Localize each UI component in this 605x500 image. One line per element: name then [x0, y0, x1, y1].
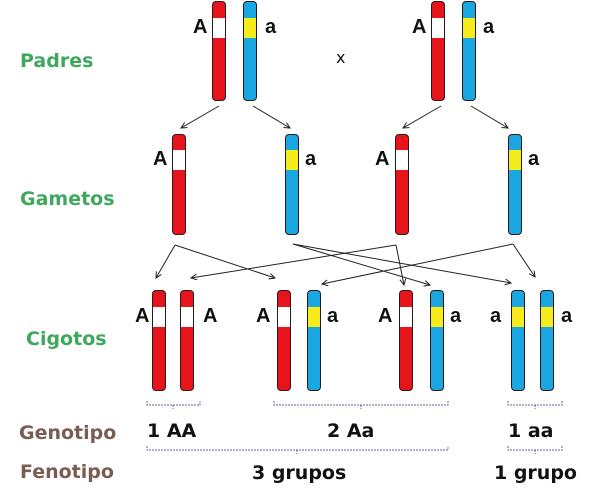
gene-locus-band — [181, 307, 193, 327]
arrow-gamete2-to-zygote4 — [292, 243, 511, 283]
row-label-cigotos: Cigotos — [26, 328, 107, 350]
allele-label: A — [153, 148, 168, 170]
parent2-chromosome-recessive — [462, 1, 476, 101]
gene-locus-band — [541, 307, 553, 327]
phenotype-count-recessive: 1 grupo — [494, 462, 577, 484]
row-label-fenotipo: Fenotipo — [20, 461, 114, 483]
arrow-gamete3-to-zygote1 — [191, 244, 397, 278]
allele-label: A — [203, 305, 218, 327]
gamete2-chromosome — [285, 134, 299, 235]
allele-label: a — [561, 305, 573, 327]
parent2-chromosome-dominant — [431, 1, 445, 101]
gene-locus-band — [463, 18, 475, 38]
bracket-phenotype-dominant — [146, 446, 449, 454]
gene-locus-band — [278, 307, 290, 327]
zygote1-chromosome-2 — [180, 290, 194, 391]
allele-label: a — [450, 305, 462, 327]
genotype-count-aa: 1 aa — [508, 420, 554, 442]
allele-label: a — [490, 305, 502, 327]
gene-locus-band — [509, 150, 521, 170]
allele-label: a — [528, 148, 540, 170]
row-label-genotipo: Genotipo — [19, 422, 117, 444]
row-label-padres: Padres — [20, 50, 94, 72]
gamete1-chromosome — [172, 134, 186, 235]
gene-locus-band — [308, 307, 320, 327]
allele-label: A — [256, 305, 271, 327]
row-label-gametos: Gametos — [20, 188, 115, 210]
allele-label: A — [412, 16, 427, 38]
arrow-parent2-to-gamete3 — [403, 105, 442, 128]
allele-label: a — [483, 16, 495, 38]
genotype-count-Aa: 2 Aa — [327, 420, 375, 442]
allele-label: A — [135, 305, 150, 327]
arrow-parent1-to-gamete1 — [181, 105, 220, 128]
bracket-genotype-aa-dominant — [146, 401, 201, 409]
genotype-count-AA: 1 AA — [147, 420, 197, 442]
gamete3-chromosome — [395, 134, 409, 235]
parent1-chromosome-dominant — [212, 1, 226, 101]
arrow-gamete1-to-zygote1 — [156, 244, 176, 278]
arrow-gamete1-to-zygote2 — [174, 244, 275, 278]
zygote4-chromosome-2 — [540, 290, 554, 391]
arrow-gamete3-to-zygote3 — [395, 244, 404, 285]
gene-locus-band — [153, 307, 165, 327]
arrow-gamete2-to-zygote3 — [292, 243, 430, 285]
parent1-chromosome-recessive — [243, 1, 257, 101]
zygote3-chromosome-1 — [399, 290, 413, 391]
allele-label: A — [375, 148, 390, 170]
arrow-parent1-to-gamete2 — [252, 105, 290, 128]
allele-label: a — [265, 16, 277, 38]
arrow-gamete4-to-zygote2 — [322, 243, 514, 284]
gene-locus-band — [400, 307, 412, 327]
arrow-gamete4-to-zygote4 — [512, 243, 535, 277]
bracket-genotype-aa-recessive — [507, 401, 563, 409]
zygote1-chromosome-1 — [152, 290, 166, 391]
gene-locus-band — [286, 150, 298, 170]
allele-label: a — [305, 148, 317, 170]
gene-locus-band — [244, 18, 256, 38]
bracket-genotype-heterozygous — [273, 401, 449, 409]
phenotype-count-dominant: 3 grupos — [252, 462, 347, 484]
gene-locus-band — [173, 150, 185, 170]
zygote3-chromosome-2 — [430, 290, 444, 391]
gene-locus-band — [396, 150, 408, 170]
zygote4-chromosome-1 — [511, 290, 525, 391]
cross-symbol: x — [336, 48, 346, 67]
zygote2-chromosome-1 — [277, 290, 291, 391]
arrow-parent2-to-gamete4 — [470, 105, 508, 128]
allele-label: A — [193, 16, 208, 38]
gene-locus-band — [432, 18, 444, 38]
allele-label: a — [327, 305, 339, 327]
gamete4-chromosome — [508, 134, 522, 235]
gene-locus-band — [431, 307, 443, 327]
gene-locus-band — [213, 18, 225, 38]
bracket-phenotype-recessive — [507, 446, 563, 454]
zygote2-chromosome-2 — [307, 290, 321, 391]
gene-locus-band — [512, 307, 524, 327]
allele-label: A — [378, 305, 393, 327]
